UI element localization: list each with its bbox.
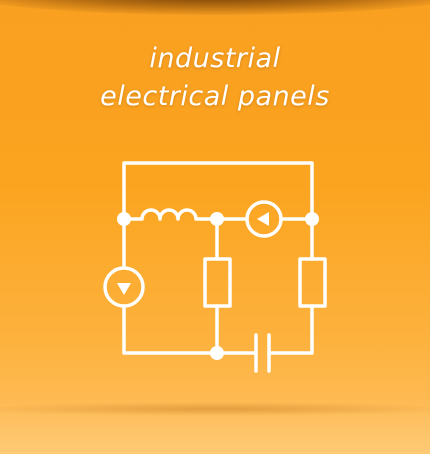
- capacitor-icon: [254, 333, 271, 373]
- tile-caption: industrial electrical panels: [0, 40, 430, 116]
- wire-right-lower: [267, 304, 314, 355]
- arrow-down-icon: [117, 283, 131, 295]
- caption-line-2: electrical panels: [100, 81, 330, 112]
- resistor-icon: [203, 257, 232, 308]
- inductor-icon: [122, 208, 219, 221]
- junction-dot: [305, 212, 319, 226]
- bottom-band: [0, 399, 430, 454]
- junction-dot: [210, 212, 224, 226]
- bottom-shade: [0, 402, 430, 416]
- top-shadow: [0, 0, 430, 15]
- caption-line-1: industrial: [149, 43, 281, 74]
- junction-dot: [117, 212, 131, 226]
- wire-top: [122, 161, 314, 221]
- resistor-icon: [298, 257, 327, 308]
- arrow-left-icon: [257, 212, 269, 226]
- wire-left-lower: [122, 304, 219, 355]
- junction-dot: [210, 346, 224, 360]
